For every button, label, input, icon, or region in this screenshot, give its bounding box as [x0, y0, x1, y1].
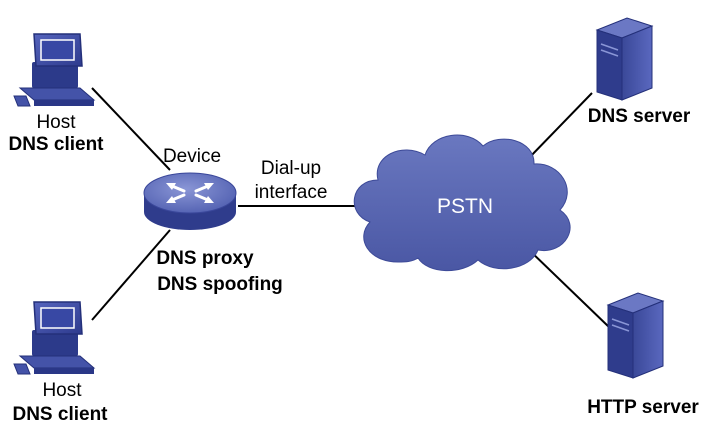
link-label-line1: Dial-up	[260, 158, 322, 179]
pstn-label: PSTN	[436, 195, 493, 218]
dns-server-label: DNS server	[587, 106, 691, 127]
link-pstn-http-server	[526, 247, 611, 329]
router-icon	[143, 172, 237, 230]
host1-role-label: DNS client	[8, 134, 104, 155]
host1-name-label: Host	[36, 112, 76, 133]
device-label: Device	[162, 146, 222, 167]
computer-icon	[13, 301, 96, 375]
link-pstn-dns-server	[526, 92, 593, 161]
server-icon	[606, 292, 665, 379]
server-icon	[595, 17, 654, 101]
device-role-line1: DNS proxy	[156, 248, 254, 269]
host2-name-label: Host	[42, 380, 82, 401]
computer-icon	[13, 33, 96, 107]
link-host2-device	[91, 229, 171, 321]
link-host1-device	[91, 87, 171, 171]
device-role-line2: DNS spoofing	[157, 274, 283, 295]
host2-role-label: DNS client	[12, 404, 108, 425]
cloud-icon	[353, 134, 571, 272]
http-server-label: HTTP server	[587, 397, 699, 418]
link-label-line2: interface	[254, 182, 328, 203]
